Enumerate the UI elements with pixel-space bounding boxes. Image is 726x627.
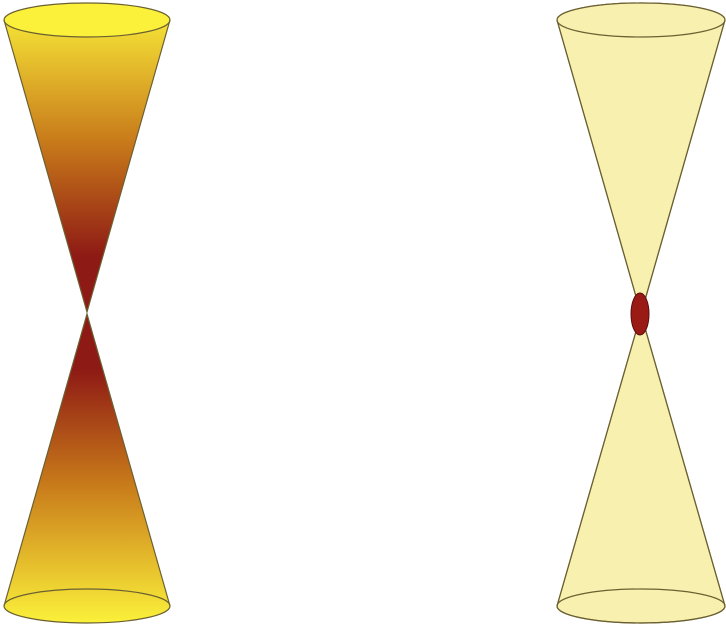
right-double-cone [556,2,726,624]
right-upper-cone [556,2,726,317]
left-upper-cone [4,3,170,312]
left-lower-cone [4,314,170,623]
right-lower-rim [556,588,726,607]
left-upper-rim [3,2,171,38]
right-upper-rim [556,2,726,38]
right-lower-cone [556,311,726,624]
left-outline [3,19,171,624]
left-double-cone [3,2,171,624]
waist-marker [630,292,650,336]
left-lower-rim [3,588,171,607]
